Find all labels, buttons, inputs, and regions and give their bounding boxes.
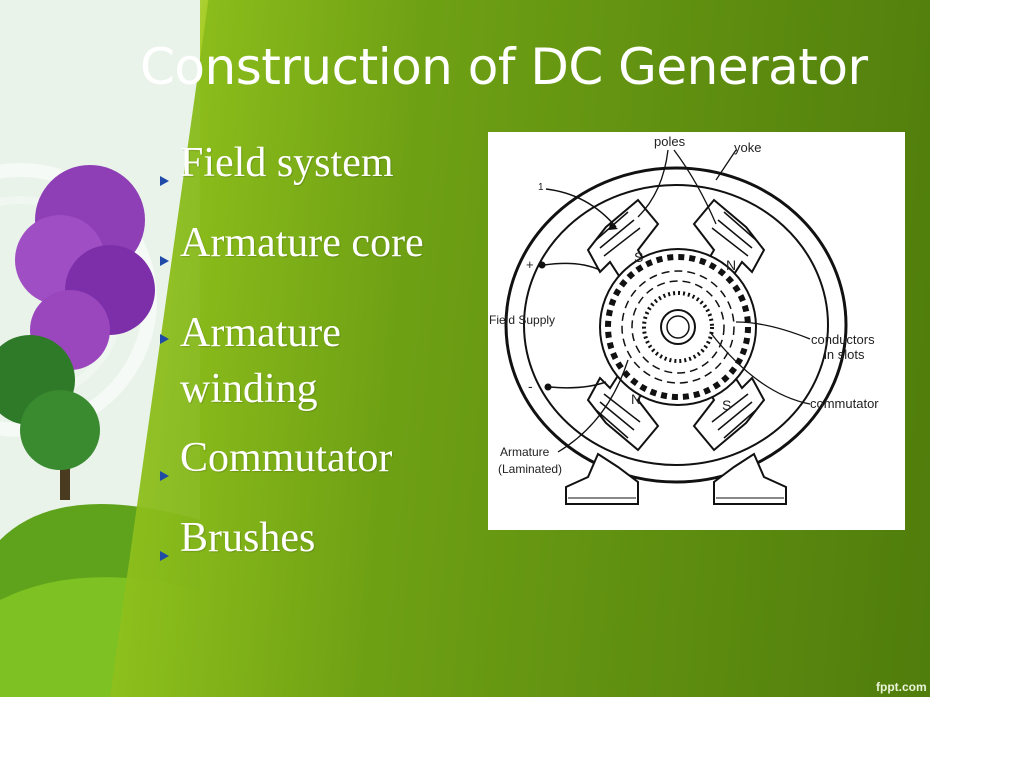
label-conductors: conductors — [811, 332, 875, 347]
dc-generator-diagram: S N N S poles yoke Field Supply + - 1 co… — [488, 132, 905, 530]
yoke-outer — [504, 166, 848, 484]
bullet-arrow-icon — [160, 256, 169, 266]
label-yoke: yoke — [734, 140, 761, 155]
bullet-text: Brushes — [180, 515, 316, 561]
label-armature: Armature — [500, 445, 550, 459]
left-foot — [565, 452, 639, 505]
bullet-arrow-icon — [160, 176, 169, 186]
pole-letter-n: N — [631, 391, 641, 407]
fppt-logo: fppt.com — [876, 680, 927, 694]
bullet-text: Commutator — [180, 435, 393, 481]
slide: Construction of DC Generator Field syste… — [0, 0, 930, 697]
pole-letter-n: N — [726, 257, 736, 273]
label-plus: + — [526, 257, 534, 272]
label-field-supply: Field Supply — [489, 313, 555, 327]
bullet-arrow-icon — [160, 471, 169, 481]
label-in-slots: in slots — [824, 347, 865, 362]
label-laminated: (Laminated) — [498, 462, 562, 476]
svg-text:1: 1 — [538, 182, 544, 193]
label-poles: poles — [654, 134, 686, 149]
bullet-arrow-icon — [160, 551, 169, 561]
slide-title: Construction of DC Generator — [140, 38, 868, 96]
label-minus: - — [528, 378, 533, 394]
bullet-arrow-icon — [160, 334, 169, 344]
yoke-inner — [523, 184, 829, 466]
shaft — [660, 309, 696, 345]
bullet-text: Armature winding — [180, 310, 341, 412]
tree-icon — [0, 165, 155, 500]
bullet-text: Field system — [180, 140, 394, 186]
right-foot — [713, 452, 787, 505]
pole-letter-s: S — [634, 249, 643, 265]
bullet-text: Armature core — [180, 220, 424, 266]
label-commutator: commutator — [810, 396, 879, 411]
pole-letter-s: S — [722, 397, 731, 413]
